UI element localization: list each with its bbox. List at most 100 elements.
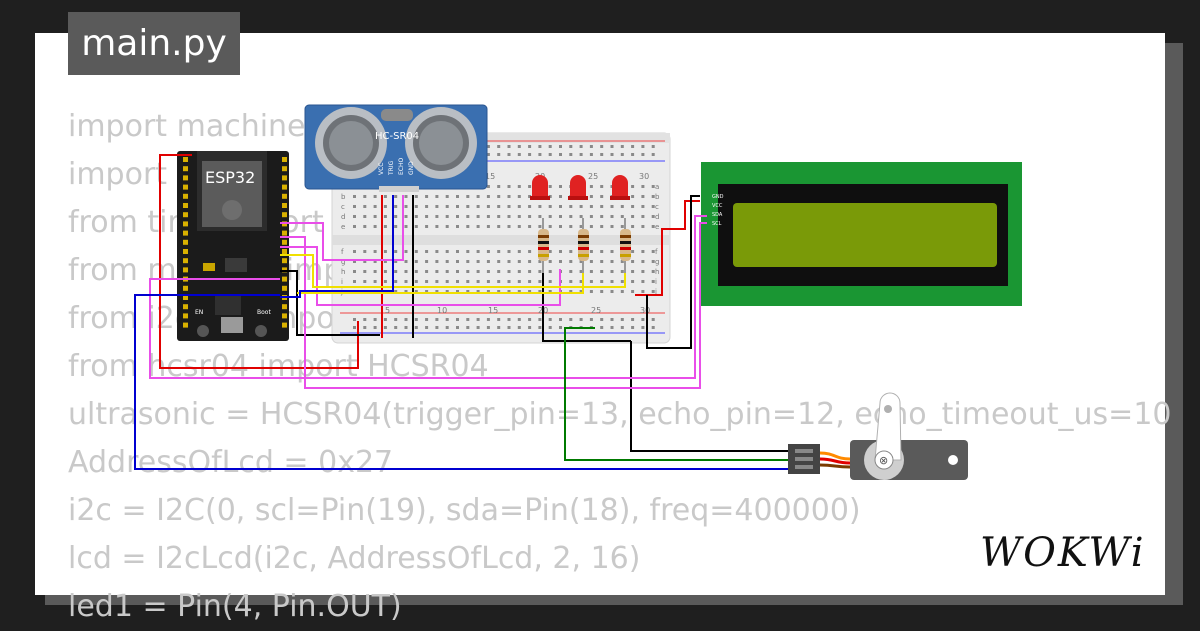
breadboard-hole xyxy=(394,290,398,293)
breadboard-hole xyxy=(548,185,552,188)
breadboard-hole xyxy=(651,326,655,329)
breadboard-hole xyxy=(404,280,408,283)
lcd-display[interactable]: GND VCC SDA SCL xyxy=(701,162,1022,306)
breadboard-hole xyxy=(600,326,604,329)
led-2[interactable] xyxy=(568,175,588,200)
esp32-pin xyxy=(282,285,287,291)
breadboard-hole xyxy=(456,250,459,253)
breadboard-hole xyxy=(497,185,501,188)
breadboard-hole xyxy=(641,153,645,156)
hcsr04-pin-vcc: VCC xyxy=(378,163,385,175)
breadboard-hole xyxy=(363,326,367,329)
breadboard-hole xyxy=(445,270,449,273)
breadboard-hole xyxy=(620,260,624,263)
code-line: lcd = I2cLcd(i2c, AddressOfLcd, 2, 16) xyxy=(68,541,641,576)
servo-motor[interactable]: ⊗ xyxy=(788,392,968,480)
esp32-label: ESP32 xyxy=(205,168,255,187)
breadboard-hole xyxy=(538,205,542,208)
breadboard-hole xyxy=(363,260,367,263)
esp32-board[interactable]: ESP32 EN Boot xyxy=(177,151,289,341)
breadboard-hole xyxy=(579,318,583,321)
breadboard-hole xyxy=(538,290,542,293)
breadboard-hole xyxy=(610,215,614,218)
bb-row-label: d xyxy=(341,213,345,221)
breadboard-hole xyxy=(548,153,552,156)
breadboard-hole xyxy=(394,225,398,228)
resistor-3[interactable] xyxy=(620,218,631,273)
bb-row-label: f xyxy=(655,248,658,256)
breadboard-hole xyxy=(425,318,429,321)
breadboard-hole xyxy=(507,185,511,188)
bb-col-25: 25 xyxy=(588,172,598,181)
breadboard-hole xyxy=(528,185,532,188)
breadboard-hole xyxy=(435,326,439,329)
breadboard-hole xyxy=(548,318,552,321)
breadboard-hole xyxy=(456,205,459,208)
esp32-pin xyxy=(183,221,188,227)
file-tab[interactable]: main.py xyxy=(68,12,240,75)
breadboard-hole xyxy=(631,270,635,273)
breadboard-hole xyxy=(600,225,604,228)
breadboard-hole xyxy=(528,280,532,283)
breadboard-hole xyxy=(559,215,562,218)
breadboard-hole xyxy=(497,205,501,208)
breadboard-hole xyxy=(600,145,604,148)
breadboard-hole xyxy=(600,195,604,198)
lcd-pin-scl: SCL xyxy=(712,221,722,227)
breadboard-hole xyxy=(517,145,521,148)
breadboard-hole xyxy=(353,195,356,198)
breadboard-hole xyxy=(548,195,552,198)
breadboard-hole xyxy=(486,290,490,293)
hcsr04-sensor[interactable]: HC-SR04 VCC TRIG ECHO GND xyxy=(304,104,488,192)
breadboard-hole xyxy=(373,195,377,198)
breadboard-hole xyxy=(425,290,429,293)
esp32-pin xyxy=(282,276,287,282)
hcsr04-pin-echo: ECHO xyxy=(398,158,405,175)
breadboard-hole xyxy=(589,215,593,218)
led-3[interactable] xyxy=(610,175,630,200)
breadboard-hole xyxy=(476,270,480,273)
breadboard-hole xyxy=(404,225,408,228)
resistor-1[interactable] xyxy=(538,218,549,273)
hcsr04-label: HC-SR04 xyxy=(375,131,419,142)
breadboard-hole xyxy=(353,215,356,218)
esp32-pin xyxy=(183,157,188,162)
breadboard-hole xyxy=(579,145,583,148)
breadboard-hole xyxy=(456,215,459,218)
breadboard-hole xyxy=(651,225,655,228)
esp32-pin xyxy=(282,313,287,319)
breadboard-hole xyxy=(589,205,593,208)
wokwi-logo: WOKWi xyxy=(980,530,1144,576)
breadboard-hole xyxy=(600,215,604,218)
breadboard-hole xyxy=(610,145,614,148)
breadboard-hole xyxy=(404,318,408,321)
led-1[interactable] xyxy=(530,175,550,200)
breadboard-hole xyxy=(404,250,408,253)
breadboard-hole xyxy=(507,260,511,263)
bb-row-label: h xyxy=(341,268,345,276)
breadboard-hole xyxy=(507,318,511,321)
wires xyxy=(134,154,788,470)
breadboard-hole xyxy=(383,195,387,198)
breadboard-hole xyxy=(414,270,418,273)
esp32-pin xyxy=(183,175,188,181)
esp32-pin xyxy=(183,295,188,300)
breadboard-hole xyxy=(559,318,562,321)
breadboard-hole xyxy=(497,225,501,228)
resistor-2[interactable] xyxy=(578,218,589,273)
breadboard-hole xyxy=(620,225,624,228)
breadboard-hole xyxy=(528,290,532,293)
breadboard-hole xyxy=(528,318,532,321)
breadboard-hole xyxy=(528,145,532,148)
breadboard-hole xyxy=(435,205,439,208)
esp32-pin xyxy=(183,267,188,273)
breadboard-hole xyxy=(425,205,429,208)
breadboard-hole xyxy=(517,215,521,218)
breadboard-hole xyxy=(641,195,645,198)
bb-row-label: i xyxy=(655,278,657,286)
breadboard-hole xyxy=(579,215,583,218)
esp32-pin xyxy=(183,258,188,264)
breadboard-hole xyxy=(641,250,645,253)
breadboard-hole xyxy=(517,290,521,293)
breadboard-hole xyxy=(538,326,542,329)
